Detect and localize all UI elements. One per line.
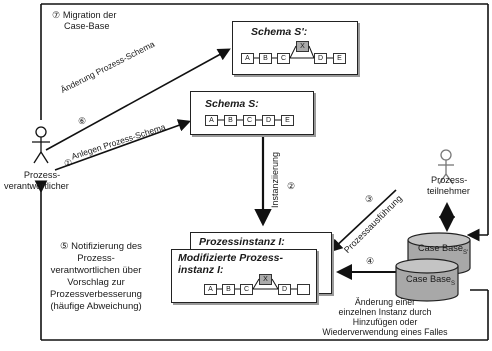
notification-num: ⑤ bbox=[60, 241, 69, 252]
schema-s-prime-node-b: B bbox=[259, 53, 272, 64]
schema-s-node-e: E bbox=[281, 115, 294, 126]
modified-node-c: C bbox=[240, 284, 253, 295]
migration-line2: Case-Base bbox=[64, 21, 110, 31]
schema-s-prime-node-e: E bbox=[333, 53, 346, 64]
schema-s-prime-node-a: A bbox=[241, 53, 254, 64]
owner-label: Prozess- bbox=[16, 170, 68, 181]
instantiation-label: Instanziierung bbox=[270, 151, 280, 208]
case-base-front: Case BaseS bbox=[406, 274, 455, 290]
modification-note-line4: Wiederverwendung eines Falles bbox=[322, 327, 448, 337]
modified-node-end bbox=[297, 284, 310, 295]
modify-num: ④ bbox=[366, 256, 375, 266]
modified-node-b: B bbox=[222, 284, 235, 295]
migration-num: ⑦ bbox=[52, 10, 61, 20]
schema-s-prime-title: Schema S': bbox=[251, 26, 308, 38]
create-schema-arrow bbox=[54, 119, 192, 171]
change-schema-arrow bbox=[45, 48, 231, 151]
modification-note-line2: einzelnen Instanz durch bbox=[338, 307, 432, 317]
case-base-front-sub: S bbox=[450, 280, 455, 287]
notification-line4: Vorschlag zur bbox=[67, 277, 125, 288]
modification-note-line3: Hinzufügen oder bbox=[352, 317, 418, 327]
notification-line1-text: Notifizierung des bbox=[71, 241, 142, 252]
migration-line1: Migration der bbox=[62, 10, 117, 20]
modified-instance-title-line1: Modifizierte Prozess- bbox=[178, 252, 284, 264]
case-base-back: Case BaseS' bbox=[418, 243, 468, 259]
notification-line1: ⑤ Notifizierung des bbox=[60, 241, 142, 252]
owner-actor-icon bbox=[32, 126, 50, 164]
schema-s-node-d: D bbox=[262, 115, 275, 126]
instantiate-num: ② bbox=[287, 181, 296, 191]
case-base-front-label: Case Base bbox=[406, 274, 451, 284]
modified-node-x: X bbox=[259, 274, 272, 285]
case-base-back-label: Case Base bbox=[418, 243, 463, 253]
participant-label-line1: Prozess- bbox=[431, 175, 468, 185]
schema-s-node-a: A bbox=[205, 115, 218, 126]
modified-node-a: A bbox=[204, 284, 217, 295]
modification-note: Änderung einer einzelnen Instanz durch H… bbox=[300, 297, 470, 337]
change-num: ⑥ bbox=[78, 116, 87, 126]
schema-s-node-b: B bbox=[224, 115, 237, 126]
schema-s-title: Schema S: bbox=[205, 98, 259, 110]
process-instance-title: Prozessinstanz I: bbox=[199, 236, 285, 248]
modified-instance-title-line2: instanz I: bbox=[178, 264, 224, 276]
schema-s-node-c: C bbox=[243, 115, 256, 126]
notification-line2: Prozess- bbox=[77, 253, 115, 264]
execute-num: ③ bbox=[365, 194, 374, 204]
participant-actor-icon bbox=[438, 149, 454, 185]
notification-line6: (häufige Abweichung) bbox=[50, 301, 142, 312]
execution-arrow bbox=[329, 189, 397, 253]
schema-s-box: Schema S: bbox=[190, 91, 314, 135]
owner-label-line2: verantwortlicher bbox=[4, 181, 69, 191]
schema-s-prime-node-x: X bbox=[296, 41, 309, 52]
participant-label-line2: teilnehmer bbox=[427, 186, 470, 196]
schema-s-prime-node-c: C bbox=[277, 53, 290, 64]
modified-instance-title: Modifizierte Prozess- instanz I: bbox=[178, 252, 283, 276]
notification-line3: verantwortlichen über bbox=[50, 265, 142, 276]
create-num: ① bbox=[64, 158, 73, 168]
case-base-back-sub: S' bbox=[462, 249, 469, 256]
modified-node-d: D bbox=[278, 284, 291, 295]
notification-line5: Prozessverbesserung bbox=[50, 289, 142, 300]
owner-label-line1: Prozess- bbox=[23, 170, 61, 180]
migration-label: ⑦ Migration der bbox=[52, 10, 116, 21]
modification-note-line1: Änderung einer bbox=[354, 297, 416, 307]
schema-s-prime-node-d: D bbox=[314, 53, 327, 64]
